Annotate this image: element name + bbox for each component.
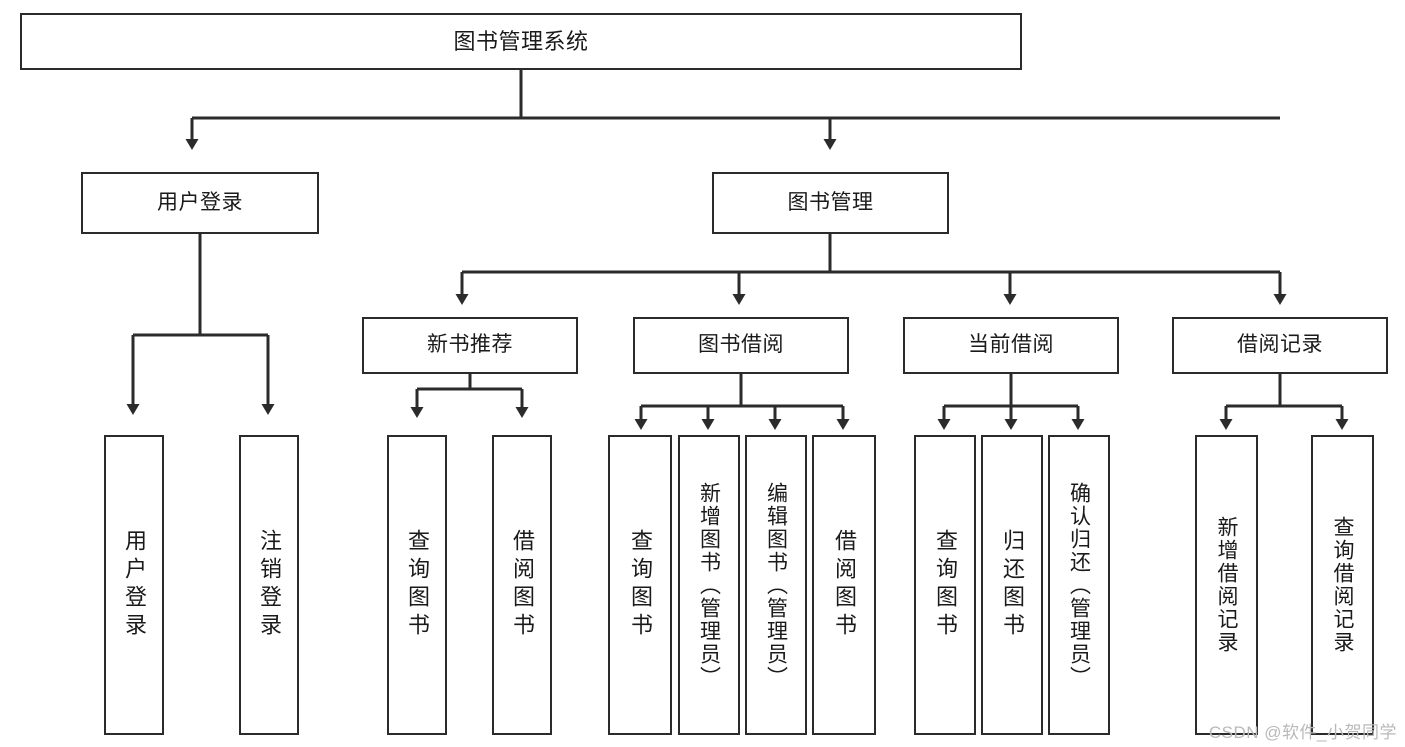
- node-new-book-recommend-label: 新书推荐: [427, 333, 513, 357]
- leaf-query-record-label: 查询借阅记录: [1331, 516, 1354, 654]
- node-user-login-label: 用户登录: [157, 190, 243, 214]
- node-borrow-record-label: 借阅记录: [1237, 333, 1323, 357]
- leaf-borrow-book-2-label: 借阅图书: [832, 529, 857, 641]
- leaf-borrow-book-2[interactable]: 借阅图书: [812, 435, 876, 735]
- leaf-add-book[interactable]: 新增图书（管理员）: [678, 435, 740, 735]
- node-book-manage-label: 图书管理: [787, 190, 874, 214]
- leaf-user-login[interactable]: 用户登录: [104, 435, 164, 735]
- leaf-query-book-1[interactable]: 查询图书: [387, 435, 447, 735]
- leaf-query-book-2[interactable]: 查询图书: [608, 435, 672, 735]
- node-book-borrow-label: 图书借阅: [698, 333, 784, 357]
- leaf-add-record[interactable]: 新增借阅记录: [1195, 435, 1258, 735]
- leaf-query-record[interactable]: 查询借阅记录: [1311, 435, 1374, 735]
- node-root-label: 图书管理系统: [453, 28, 589, 54]
- leaf-edit-book-label: 编辑图书（管理员）: [764, 481, 788, 689]
- node-user-login[interactable]: 用户登录: [81, 172, 319, 234]
- node-book-manage[interactable]: 图书管理: [712, 172, 949, 234]
- leaf-borrow-book-1-label: 借阅图书: [510, 529, 535, 641]
- node-current-borrow[interactable]: 当前借阅: [903, 317, 1119, 374]
- leaf-borrow-book-1[interactable]: 借阅图书: [492, 435, 552, 735]
- node-borrow-record[interactable]: 借阅记录: [1172, 317, 1388, 374]
- csdn-watermark: CSDN @软件_小贺同学: [1208, 723, 1397, 742]
- node-current-borrow-label: 当前借阅: [968, 333, 1054, 357]
- leaf-query-book-3[interactable]: 查询图书: [914, 435, 976, 735]
- leaf-logout[interactable]: 注销登录: [239, 435, 299, 735]
- leaf-confirm-return[interactable]: 确认归还（管理员）: [1048, 435, 1110, 735]
- leaf-query-book-2-label: 查询图书: [628, 529, 653, 641]
- node-book-borrow[interactable]: 图书借阅: [633, 317, 849, 374]
- node-root[interactable]: 图书管理系统: [20, 13, 1022, 70]
- leaf-logout-label: 注销登录: [257, 529, 282, 641]
- leaf-user-login-label: 用户登录: [122, 529, 147, 641]
- leaf-query-book-1-label: 查询图书: [405, 529, 430, 641]
- leaf-confirm-return-label: 确认归还（管理员）: [1067, 481, 1091, 689]
- node-new-book-recommend[interactable]: 新书推荐: [362, 317, 578, 374]
- leaf-add-book-label: 新增图书（管理员）: [697, 481, 721, 689]
- leaf-edit-book[interactable]: 编辑图书（管理员）: [745, 435, 807, 735]
- leaf-add-record-label: 新增借阅记录: [1215, 516, 1238, 654]
- leaf-query-book-3-label: 查询图书: [933, 529, 958, 641]
- leaf-return-book[interactable]: 归还图书: [981, 435, 1043, 735]
- leaf-return-book-label: 归还图书: [1000, 529, 1025, 641]
